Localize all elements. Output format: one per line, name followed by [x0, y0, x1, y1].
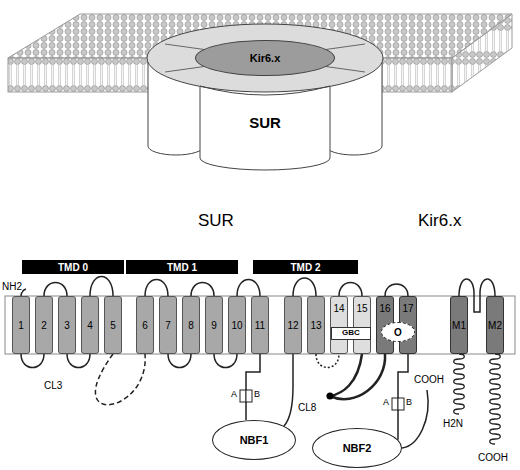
c-terminus-tail — [402, 390, 428, 448]
transmembrane-segment: 8 — [182, 296, 200, 354]
transmembrane-segment: M2 — [486, 296, 504, 354]
walker-box — [392, 398, 398, 410]
domain-bar: TMD 2 — [253, 260, 358, 274]
loop-connector — [284, 354, 293, 426]
node-text: 14 — [333, 303, 344, 314]
walker-box — [246, 390, 252, 402]
sur-cylinder: SUR — [215, 108, 315, 138]
loop-connector — [339, 283, 362, 297]
node-text: M1 — [452, 320, 466, 331]
membrane-band — [5, 296, 515, 354]
node-text: NBF1 — [240, 434, 269, 446]
node-text: NBF2 — [343, 442, 372, 454]
transmembrane-segment: 13 — [307, 296, 325, 354]
node-text: M2 — [488, 320, 502, 331]
loop-connector — [67, 354, 90, 368]
loop-connector — [145, 280, 168, 297]
motif-label: A — [231, 390, 237, 400]
helix-coil — [490, 354, 501, 444]
membrane-side — [452, 14, 512, 92]
transmembrane-segment: 2 — [35, 296, 53, 354]
node-text: 16 — [379, 303, 390, 314]
walker-box — [398, 398, 404, 410]
node-text: SUR — [249, 115, 281, 132]
domain-bar: TMD 0 — [22, 260, 124, 274]
node-text: 3 — [64, 320, 70, 331]
binding-site-oval: O — [381, 322, 415, 342]
transmembrane-segment: 1 — [12, 296, 30, 354]
loop-connector — [246, 354, 260, 420]
heading-label: Kir6.x — [418, 212, 461, 231]
node-text: TMD 1 — [167, 262, 197, 273]
transmembrane-segment: 14 — [330, 296, 348, 354]
heading-label: SUR — [198, 212, 234, 231]
terminus-label: NH2 — [2, 281, 22, 292]
node-text: TMD 2 — [291, 262, 321, 273]
motif-label: B — [406, 398, 412, 408]
transmembrane-segment: 11 — [251, 296, 269, 354]
transmembrane-segment: 9 — [205, 296, 223, 354]
motif-label: A — [383, 398, 389, 408]
loop-connector — [293, 278, 316, 296]
node-text: 17 — [402, 303, 413, 314]
transmembrane-segment: 12 — [284, 296, 302, 354]
node-text: 9 — [211, 320, 217, 331]
transmembrane-segment: 5 — [104, 296, 122, 354]
transmembrane-segment: 4 — [81, 296, 99, 354]
loop-connector — [95, 354, 145, 405]
transmembrane-segment: 6 — [136, 296, 154, 354]
domain-bar: TMD 1 — [126, 260, 238, 274]
node-text: O — [394, 327, 402, 338]
loop-connector — [316, 354, 339, 368]
node-text: GBC — [342, 329, 360, 338]
complex-top — [147, 24, 383, 92]
node-text: Kir6.x — [250, 52, 281, 64]
loop-connector — [191, 283, 214, 297]
loop-connector — [44, 283, 67, 297]
transmembrane-segment: 7 — [159, 296, 177, 354]
loop-connector — [398, 354, 408, 440]
node-text: 11 — [255, 320, 265, 331]
helix-coil — [454, 354, 465, 414]
cylinder-rim — [200, 86, 330, 95]
node-text: 7 — [165, 320, 171, 331]
motif-label: B — [254, 390, 260, 400]
transmembrane-segment: 3 — [58, 296, 76, 354]
loop-label: CL8 — [298, 402, 316, 413]
terminus-label: COOH — [478, 452, 508, 463]
node-text: 2 — [41, 320, 47, 331]
node-text: 6 — [142, 320, 148, 331]
terminus-label: H2N — [443, 418, 463, 429]
loop-connector — [214, 354, 237, 368]
transmembrane-segment: M1 — [450, 296, 468, 354]
terminus-label: COOH — [414, 374, 444, 385]
node-text: 13 — [310, 320, 321, 331]
sur-cylinder-front — [200, 80, 330, 170]
loop-connector — [168, 354, 191, 368]
loop-dot — [327, 393, 334, 400]
loop-connector — [237, 280, 260, 297]
node-text: 10 — [231, 320, 242, 331]
node-text: TMD 0 — [58, 262, 88, 273]
nucleotide-domain: NBF2 — [312, 428, 402, 468]
node-text: 15 — [356, 303, 367, 314]
loop-connector — [330, 354, 385, 399]
node-text: 8 — [188, 320, 194, 331]
transmembrane-segment: 15 — [353, 296, 371, 354]
node-text: 12 — [287, 320, 298, 331]
node-text: 5 — [110, 320, 116, 331]
loop-connector — [90, 277, 113, 297]
loop-label: CL3 — [44, 380, 62, 391]
loop-connector — [21, 354, 44, 368]
nucleotide-domain: NBF1 — [212, 420, 296, 460]
node-text: 4 — [87, 320, 93, 331]
node-text: 1 — [18, 320, 24, 331]
walker-box — [240, 390, 246, 402]
pore-disk: Kir6.x — [195, 40, 335, 76]
transmembrane-segment: 10 — [228, 296, 246, 354]
binding-site-box: GBC — [331, 327, 371, 340]
loop-connector — [385, 284, 408, 296]
